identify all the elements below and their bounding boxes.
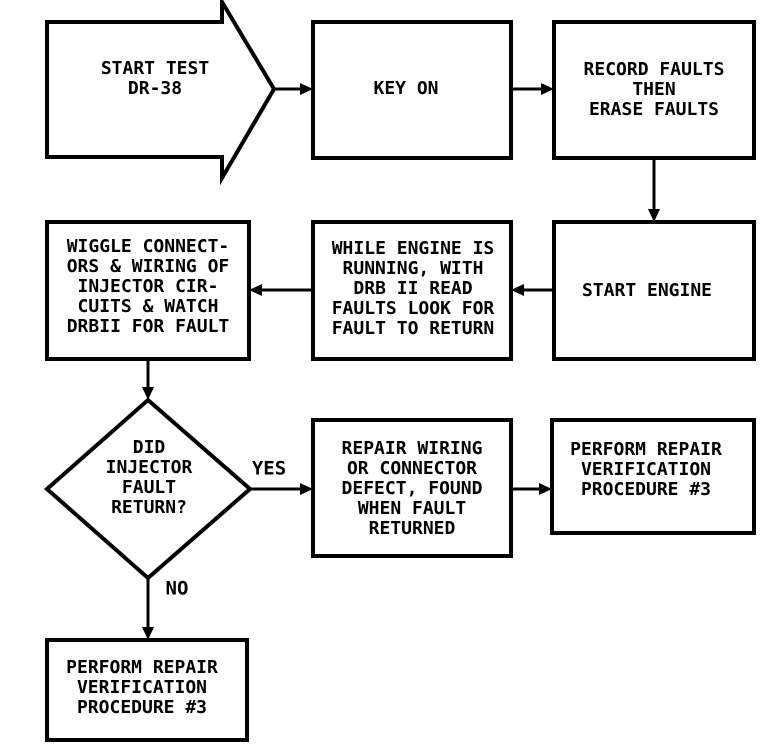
decision-line: FAULT xyxy=(122,477,176,498)
repair-wiring-line: RETURNED xyxy=(369,518,456,539)
repair-wiring-line: WHEN FAULT xyxy=(358,498,467,519)
record-faults-line: RECORD FAULTS xyxy=(584,59,725,80)
while-running-line: DRB II READ xyxy=(353,278,472,299)
connector-repair-to-verify xyxy=(511,483,552,495)
start-test-line: START TEST xyxy=(101,58,210,79)
verify-right-box xyxy=(550,418,756,535)
connector-start-to-keyon xyxy=(274,83,313,95)
wiggle-line: INJECTOR CIR- xyxy=(78,276,219,297)
repair-wiring-line: REPAIR WIRING xyxy=(342,438,483,459)
connector-keyon-to-record xyxy=(511,83,554,95)
while-running-line: FAULTS LOOK FOR xyxy=(332,298,495,319)
wiggle-line: ORS & WIRING OF xyxy=(67,256,230,277)
verify-right-line: VERIFICATION xyxy=(581,459,711,480)
start-test-arrow-shape xyxy=(45,0,277,186)
start-engine-box xyxy=(552,220,756,361)
key-on-line: KEY ON xyxy=(373,78,438,99)
while-running-line: WHILE ENGINE IS xyxy=(332,238,495,259)
wiggle-box xyxy=(45,220,251,361)
record-faults-line: ERASE FAULTS xyxy=(589,99,719,120)
no-label: NO xyxy=(166,578,189,600)
verify-bottom-line: PROCEDURE #3 xyxy=(77,697,207,718)
connector-wiggle-to-decision xyxy=(142,359,154,400)
connector-decision-no xyxy=(142,578,154,640)
repair-wiring-box xyxy=(311,418,513,558)
while-running-line: FAULT TO RETURN xyxy=(332,318,495,339)
verify-right-line: PROCEDURE #3 xyxy=(581,479,711,500)
repair-wiring-line: DEFECT, FOUND xyxy=(342,478,483,499)
key-on-text: KEY ON xyxy=(373,78,438,99)
connector-record-to-start-engine xyxy=(648,158,660,222)
wiggle-line: WIGGLE CONNECT- xyxy=(67,236,230,257)
verify-bottom-box xyxy=(45,638,249,742)
yes-label: YES xyxy=(252,458,286,480)
wiggle-line: CUITS & WATCH xyxy=(78,296,219,317)
verify-bottom-line: PERFORM REPAIR xyxy=(66,657,218,678)
repair-wiring-line: OR CONNECTOR xyxy=(347,458,477,479)
while-running-box xyxy=(311,220,513,361)
verify-bottom-line: VERIFICATION xyxy=(77,677,207,698)
decision-line: RETURN? xyxy=(111,497,187,518)
connector-decision-yes xyxy=(250,483,313,495)
start-test-line: DR-38 xyxy=(128,78,182,99)
start-engine-text: START ENGINE xyxy=(582,280,712,301)
wiggle-line: DRBII FOR FAULT xyxy=(67,316,230,337)
decision-line: DID xyxy=(133,437,166,458)
connector-while-running-to-wiggle xyxy=(249,284,313,296)
while-running-line: RUNNING, WITH xyxy=(343,258,484,279)
record-faults-line: THEN xyxy=(632,79,675,100)
connector-start-engine-to-while-running xyxy=(511,284,554,296)
verify-right-line: PERFORM REPAIR xyxy=(570,439,722,460)
start-engine-line: START ENGINE xyxy=(582,280,712,301)
decision-line: INJECTOR xyxy=(106,457,193,478)
